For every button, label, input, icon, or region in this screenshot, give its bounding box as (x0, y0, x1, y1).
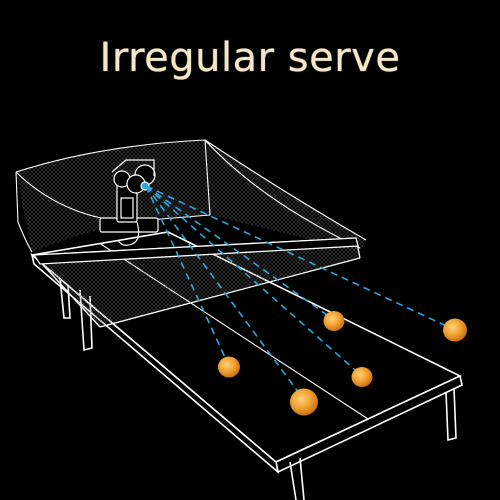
balls (218, 311, 467, 416)
robot-stand-panel (120, 197, 134, 219)
title: Irregular serve (99, 35, 401, 81)
table-leg-mid (79, 289, 93, 352)
table-leg-front-left (289, 457, 305, 500)
ball-1 (218, 356, 240, 378)
table-net (32, 237, 361, 328)
robot-cable (117, 221, 140, 246)
trajectory-5 (145, 185, 456, 331)
ball-2 (290, 388, 318, 416)
ball-4 (323, 311, 345, 331)
trajectory-1 (145, 185, 230, 367)
catch-net-left-edge (15, 171, 33, 253)
robot-top-frame (111, 159, 155, 176)
catch-net (15, 139, 367, 253)
trajectory-2 (145, 185, 305, 401)
ball-trajectories (145, 185, 456, 401)
catch-net-mesh (16, 140, 366, 252)
trajectory-4 (145, 185, 335, 321)
catch-net-right-edge (204, 139, 211, 216)
serving-robot (99, 159, 159, 246)
table-net-bottom (99, 257, 361, 328)
catch-net-right-curve (204, 139, 361, 249)
ball-3 (351, 367, 373, 387)
table-net-band (32, 237, 359, 265)
ball-5 (443, 318, 467, 342)
table-leg-front-right (445, 387, 457, 442)
table-net-post-left (33, 254, 101, 328)
table-leg-back-left (59, 277, 71, 319)
